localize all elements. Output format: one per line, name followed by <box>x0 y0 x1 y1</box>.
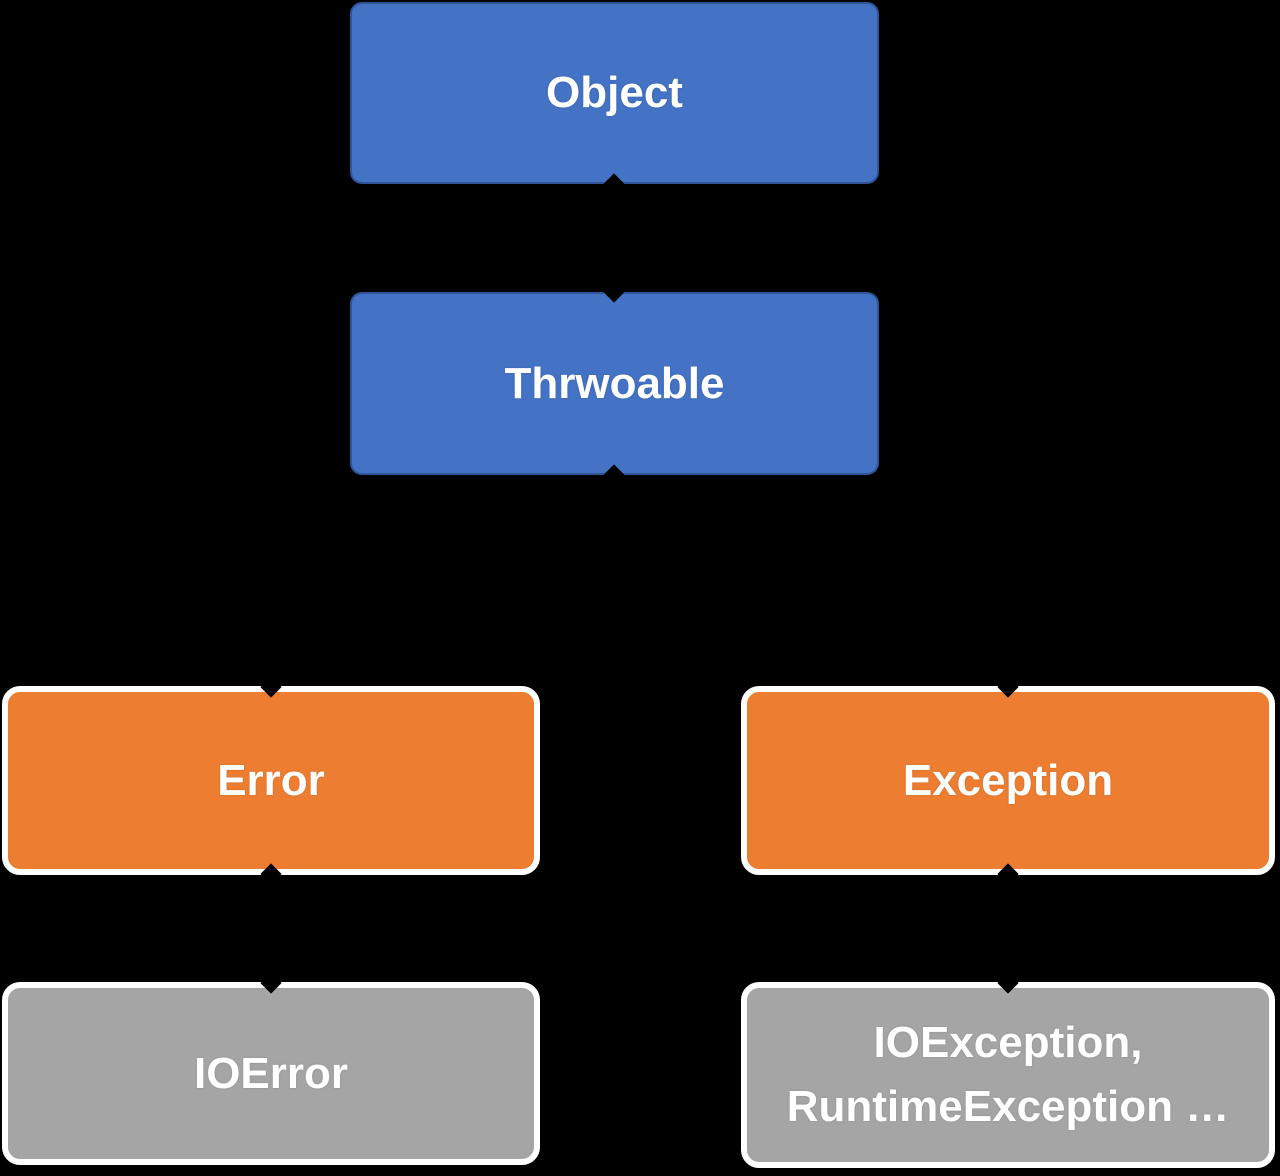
node-exception: Exception <box>741 686 1275 875</box>
node-exception-label: Exception <box>902 755 1114 805</box>
node-io-error: IOError <box>2 982 540 1165</box>
node-error: Error <box>2 686 540 875</box>
node-object-label: Object <box>546 68 683 118</box>
node-io-error-label: IOError <box>193 1048 349 1098</box>
node-object: Object <box>350 2 879 184</box>
node-io-exception-label: IOException, RuntimeException … <box>786 1018 1230 1131</box>
node-io-exception: IOException, RuntimeException … <box>741 982 1275 1168</box>
node-throwable-label: Thrwoable <box>504 358 725 408</box>
node-throwable: Thrwoable <box>350 292 879 475</box>
node-error-label: Error <box>217 755 325 805</box>
